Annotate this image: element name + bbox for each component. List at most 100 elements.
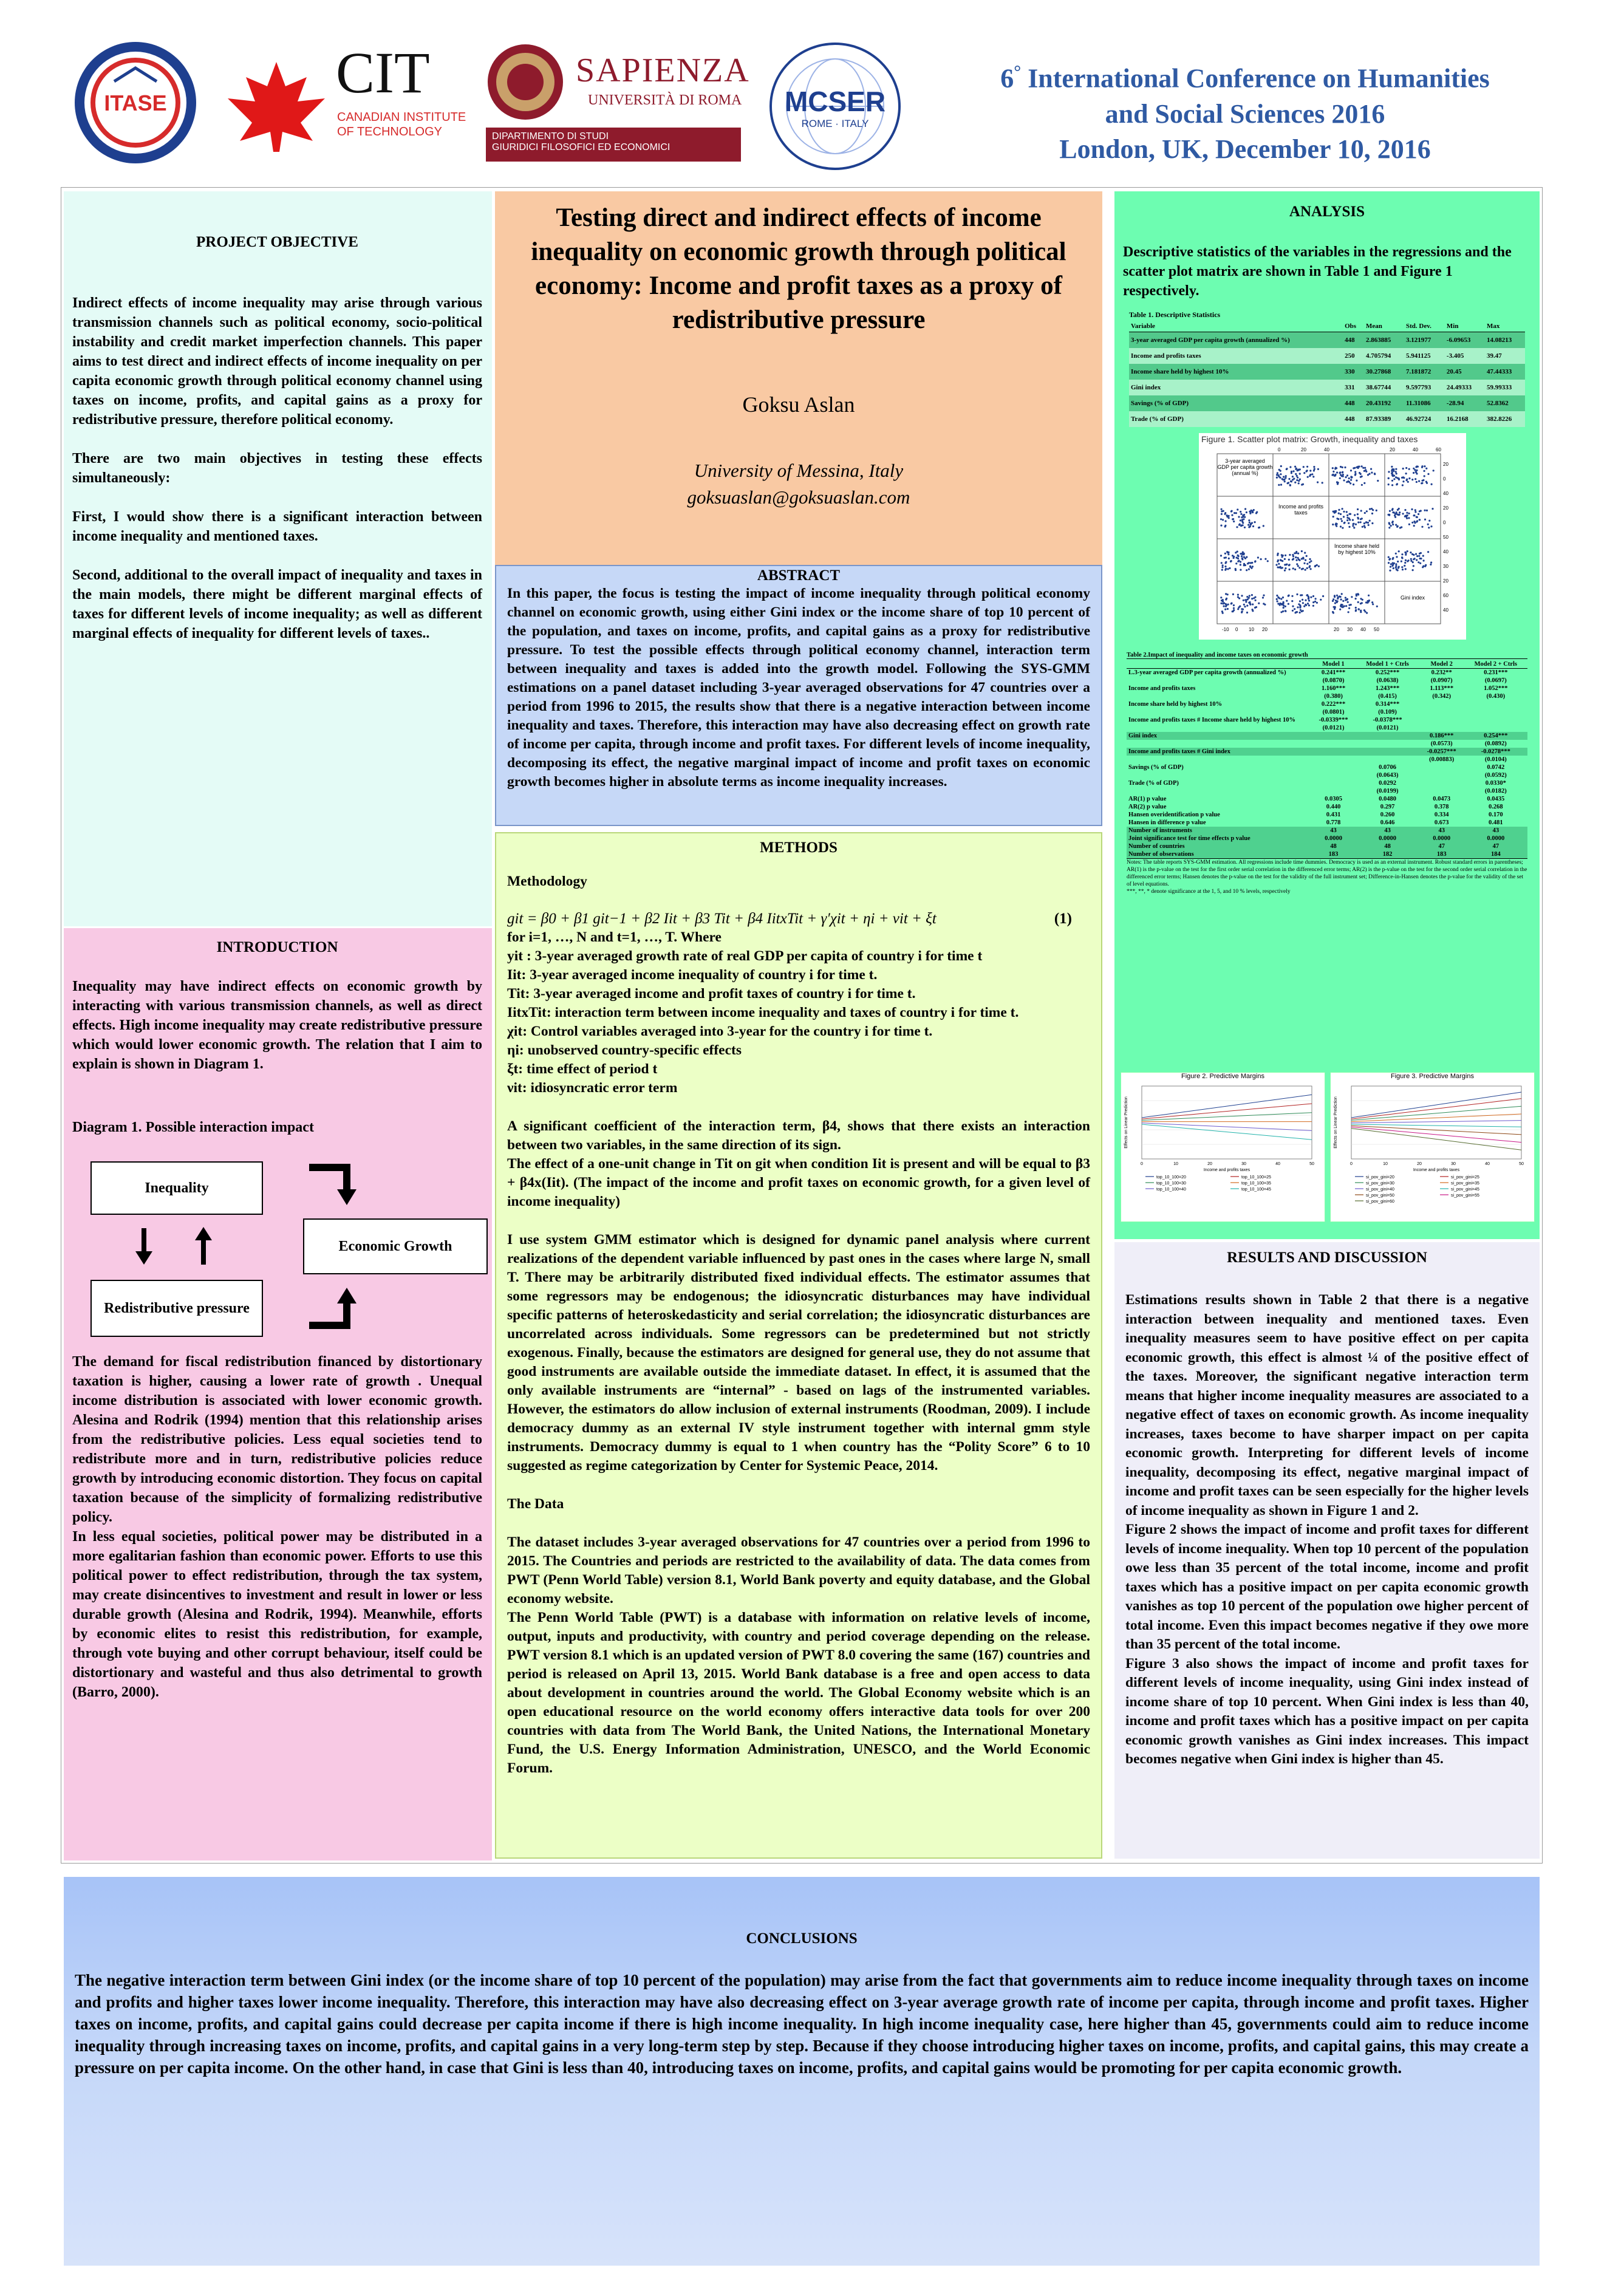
sapienza-main-text: SAPIENZA [576, 52, 750, 89]
scatter-point [1332, 473, 1334, 476]
scatter-point [1278, 562, 1280, 565]
table-cell: Number of observations [1127, 850, 1311, 858]
scatter-point [1352, 523, 1354, 525]
scatter-point [1309, 558, 1311, 561]
scatter-point [1241, 608, 1243, 610]
table-cell: 43 [1311, 827, 1356, 835]
x-tick-label: 30 [1241, 1162, 1246, 1166]
scatter-point [1220, 555, 1223, 557]
scatter-point [1353, 467, 1355, 470]
scatter-point [1313, 468, 1315, 470]
scatter-point [1334, 473, 1337, 476]
table-cell [1127, 787, 1311, 795]
table-cell: (0.0643) [1376, 772, 1399, 779]
scatter-point [1424, 465, 1426, 468]
scatter-point [1260, 558, 1262, 561]
table-cell: 448 [1345, 415, 1355, 423]
scatter-point [1396, 569, 1399, 572]
table-header: Model 2 [1430, 661, 1453, 668]
scatter-point [1350, 479, 1353, 481]
table-cell: (0.109) [1378, 709, 1397, 716]
table-cell: 250 [1345, 352, 1355, 360]
poster-title: Testing direct and indirect effects of i… [531, 203, 1066, 334]
author-name: Goksu Aslan [742, 392, 855, 417]
scatter-point [1226, 597, 1228, 600]
scatter-point [1372, 603, 1374, 606]
scatter-point [1396, 525, 1399, 527]
scatter-point [1300, 550, 1303, 553]
scatter-point [1227, 557, 1230, 559]
scatter-point [1339, 596, 1342, 598]
scatter-point [1306, 476, 1309, 478]
svg-text:ITASE: ITASE [104, 91, 166, 115]
scatter-point [1365, 510, 1368, 513]
scatter-axis-tick: 30 [1443, 564, 1448, 569]
scatter-point [1242, 599, 1244, 601]
scatter-cell [1328, 581, 1385, 624]
plot-area [1141, 1085, 1312, 1160]
poster-frame [61, 187, 1543, 1864]
scatter-point [1235, 562, 1238, 565]
scatter-point [1302, 466, 1305, 468]
variable-definition: Tit: 3-year averaged income and profit t… [507, 986, 916, 1002]
scatter-point [1294, 568, 1297, 571]
legend-label: top_10_100=30 [1156, 1181, 1186, 1186]
introduction-body: Inequality may have indirect effects on … [72, 977, 482, 1137]
table-cell: -3.405 [1446, 352, 1464, 360]
scatter-point [1254, 596, 1257, 598]
scatter-point [1387, 562, 1390, 564]
scatter-point [1430, 483, 1433, 485]
scatter-point [1231, 610, 1233, 613]
scatter-point [1408, 468, 1410, 470]
scatter-point [1354, 471, 1357, 473]
scatter-point [1375, 509, 1377, 511]
table-cell [1311, 748, 1356, 756]
scatter-point [1297, 556, 1299, 559]
scatter-point [1366, 612, 1368, 614]
figure-1: Figure 1. Scatter plot matrix: Growth, i… [1199, 433, 1466, 640]
scatter-point [1236, 550, 1238, 553]
scatter-point [1291, 595, 1294, 597]
scatter-point [1418, 561, 1420, 564]
scatter-point [1292, 479, 1294, 481]
scatter-point [1285, 477, 1287, 479]
scatter-point [1425, 509, 1428, 511]
scatter-point [1298, 567, 1301, 569]
scatter-point [1425, 480, 1427, 483]
scatter-point [1405, 466, 1408, 470]
scatter-point [1314, 598, 1317, 600]
table-cell: 0.378 [1434, 804, 1449, 810]
variable-definition: yit : 3-year averaged growth rate of rea… [507, 948, 983, 964]
scatter-point [1249, 565, 1252, 567]
table-cell: (0.342) [1432, 693, 1452, 700]
scatter-point [1413, 525, 1415, 527]
scatter-point [1404, 561, 1407, 564]
scatter-point [1342, 600, 1345, 602]
legend-label: top_10_100=20 [1156, 1175, 1186, 1180]
scatter-point [1344, 596, 1346, 599]
scatter-point [1359, 521, 1362, 524]
table-header [1127, 660, 1311, 669]
scatter-point [1411, 561, 1414, 564]
scatter-point [1345, 476, 1347, 479]
scatter-point [1345, 511, 1348, 513]
methods-paragraph: I use system GMM estimator which is desi… [507, 1232, 1090, 1474]
scatter-point [1257, 556, 1259, 559]
scatter-point [1233, 609, 1235, 612]
scatter-point [1245, 511, 1247, 514]
descriptive-statistics-table: Variable Obs Mean Std. Dev. Min Max 3-ye… [1129, 321, 1525, 427]
scatter-point [1391, 508, 1394, 510]
scatter-point [1357, 593, 1360, 596]
methods-paragraph: The effect of a one-unit change in Tit o… [507, 1156, 1090, 1209]
table-cell [1419, 764, 1464, 771]
abstract-text: In this paper, the focus is testing the … [507, 586, 1090, 790]
scatter-point [1395, 524, 1397, 526]
scatter-point [1360, 609, 1362, 612]
variable-definitions: yit : 3-year averaged growth rate of rea… [507, 947, 1090, 1098]
scatter-point [1286, 468, 1288, 470]
conference-title: 6° International Conference on Humanitie… [917, 55, 1573, 167]
table-cell: 46.92724 [1406, 415, 1431, 423]
scatter-point [1400, 560, 1402, 562]
table-cell: 9.597793 [1406, 384, 1431, 391]
